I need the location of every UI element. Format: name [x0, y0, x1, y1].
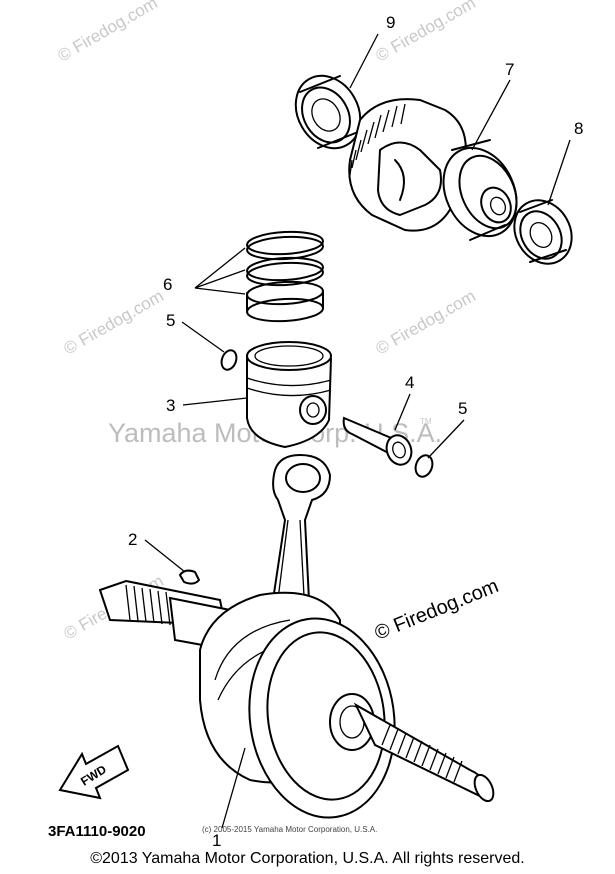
- part-5-circlip-right: [414, 454, 434, 478]
- callout-5-right: 5: [458, 399, 467, 418]
- part-7-gear-web: [348, 98, 518, 241]
- firedog-watermark: © Firedog.com: [373, 0, 479, 65]
- tm-mark: TM: [420, 417, 432, 426]
- fwd-arrow: FWD: [58, 744, 130, 800]
- firedog-watermark-large: © Firedog.com: [372, 575, 502, 645]
- callout-1: 1: [212, 831, 221, 850]
- firedog-watermark: © Firedog.com: [55, 0, 161, 65]
- watermark-layer: © Firedog.com © Firedog.com © Firedog.co…: [55, 0, 479, 643]
- callout-9: 9: [386, 13, 395, 32]
- callout-2: 2: [128, 530, 137, 549]
- callout-5-left: 5: [166, 311, 175, 330]
- part-9-bearing: [294, 74, 362, 150]
- firedog-watermark: © Firedog.com: [61, 286, 167, 358]
- callout-3: 3: [166, 396, 175, 415]
- part-6-piston-rings: [246, 230, 324, 323]
- part-1-crankshaft: [98, 453, 495, 819]
- part-3-piston: [246, 341, 332, 449]
- callout-8: 8: [574, 119, 583, 138]
- firedog-watermark: © Firedog.com: [373, 286, 479, 358]
- callout-4: 4: [405, 373, 414, 392]
- part-code: 3FA1110-9020: [48, 823, 146, 840]
- part-2-key: [178, 569, 201, 585]
- callout-numbers: 9 7 8 6 5 3 4 5 2 1: [128, 13, 583, 850]
- leader-lines: [144, 33, 571, 829]
- part-4-piston-pin: [342, 416, 413, 466]
- copyright-footer: ©2013 Yamaha Motor Corporation, U.S.A. A…: [90, 850, 525, 867]
- part-5-circlip-left: [220, 349, 238, 371]
- callout-7: 7: [505, 60, 514, 79]
- callout-6: 6: [163, 275, 172, 294]
- part-8-bearing: [513, 199, 573, 265]
- small-copyright: (c) 2005-2015 Yamaha Motor Corporation, …: [202, 825, 377, 834]
